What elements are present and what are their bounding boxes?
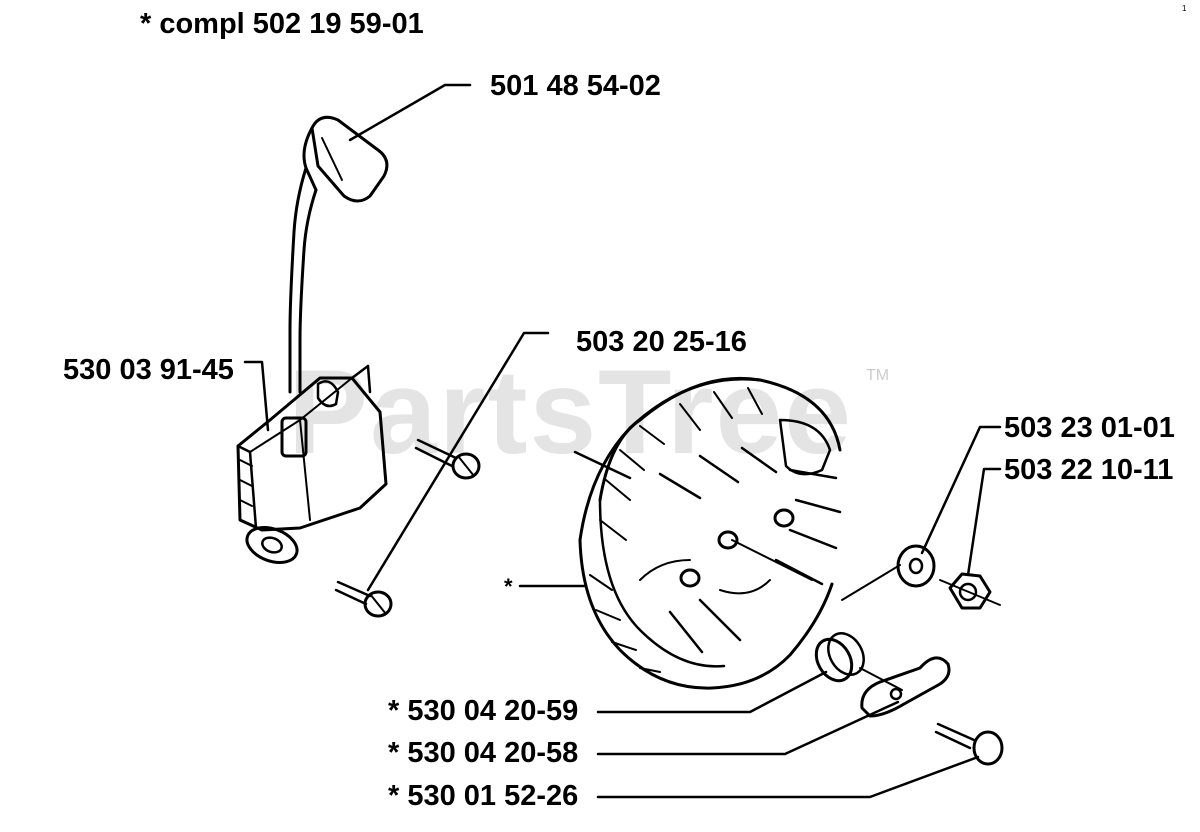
spark-boot-part [288, 115, 389, 394]
leader-ignition-module [243, 360, 270, 432]
pawl-part [860, 656, 951, 718]
ignition-module-part [236, 364, 388, 564]
leader-pawl-screw [596, 755, 980, 799]
shaft-axis [731, 539, 1001, 691]
flywheel-part [578, 376, 842, 690]
label-pawl: * 530 04 20-58 [388, 737, 579, 769]
label-nut: 503 22 10-11 [1004, 454, 1174, 486]
pawl-screw-part [934, 722, 1004, 766]
leader-module-screw [366, 331, 550, 592]
label-module-screw: 503 20 25-16 [576, 326, 747, 358]
module-screw-lower [334, 580, 393, 618]
leader-nut [966, 467, 1002, 577]
leader-washer [920, 425, 1002, 555]
label-pawl-screw: * 530 01 52-26 [388, 780, 579, 812]
leader-spark-boot [348, 83, 472, 142]
label-ignition-module: 530 03 91-45 [63, 354, 234, 386]
label-flywheel: * [504, 574, 513, 599]
leader-spacer [596, 670, 828, 714]
washer-part [896, 544, 936, 588]
assembly-title: * compl 502 19 59-01 [140, 8, 424, 40]
label-washer: 503 23 01-01 [1004, 412, 1175, 444]
corner-mark: 1 [1182, 4, 1187, 13]
leader-pawl [596, 700, 900, 756]
label-spark-boot: 501 48 54-02 [490, 70, 661, 102]
leader-lines [243, 83, 1002, 799]
module-screw-upper [414, 438, 481, 480]
spacer-part [814, 632, 865, 683]
label-spacer: * 530 04 20-59 [388, 695, 579, 727]
watermark-trademark: TM [866, 367, 890, 384]
nut-part [948, 572, 992, 610]
